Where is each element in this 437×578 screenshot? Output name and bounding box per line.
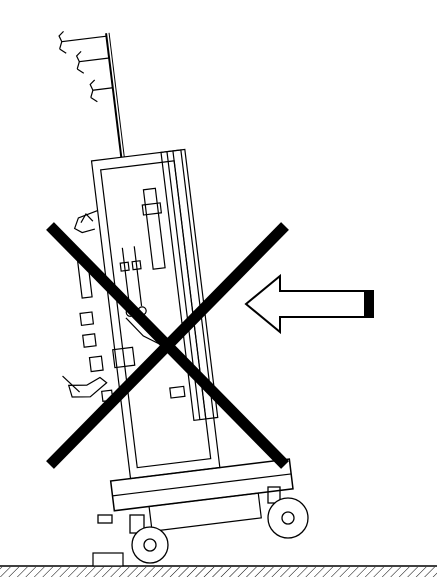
- iv-pole: [58, 30, 125, 158]
- floor-obstacle-block: [92, 552, 124, 567]
- machine-base: [109, 458, 294, 532]
- rear-caster-wheel: [267, 486, 309, 539]
- hatched-floor: [0, 565, 437, 577]
- push-arrow-icon: [244, 273, 374, 335]
- front-caster-wheel: [97, 514, 169, 564]
- prohibited-cross-icon: [46, 222, 289, 469]
